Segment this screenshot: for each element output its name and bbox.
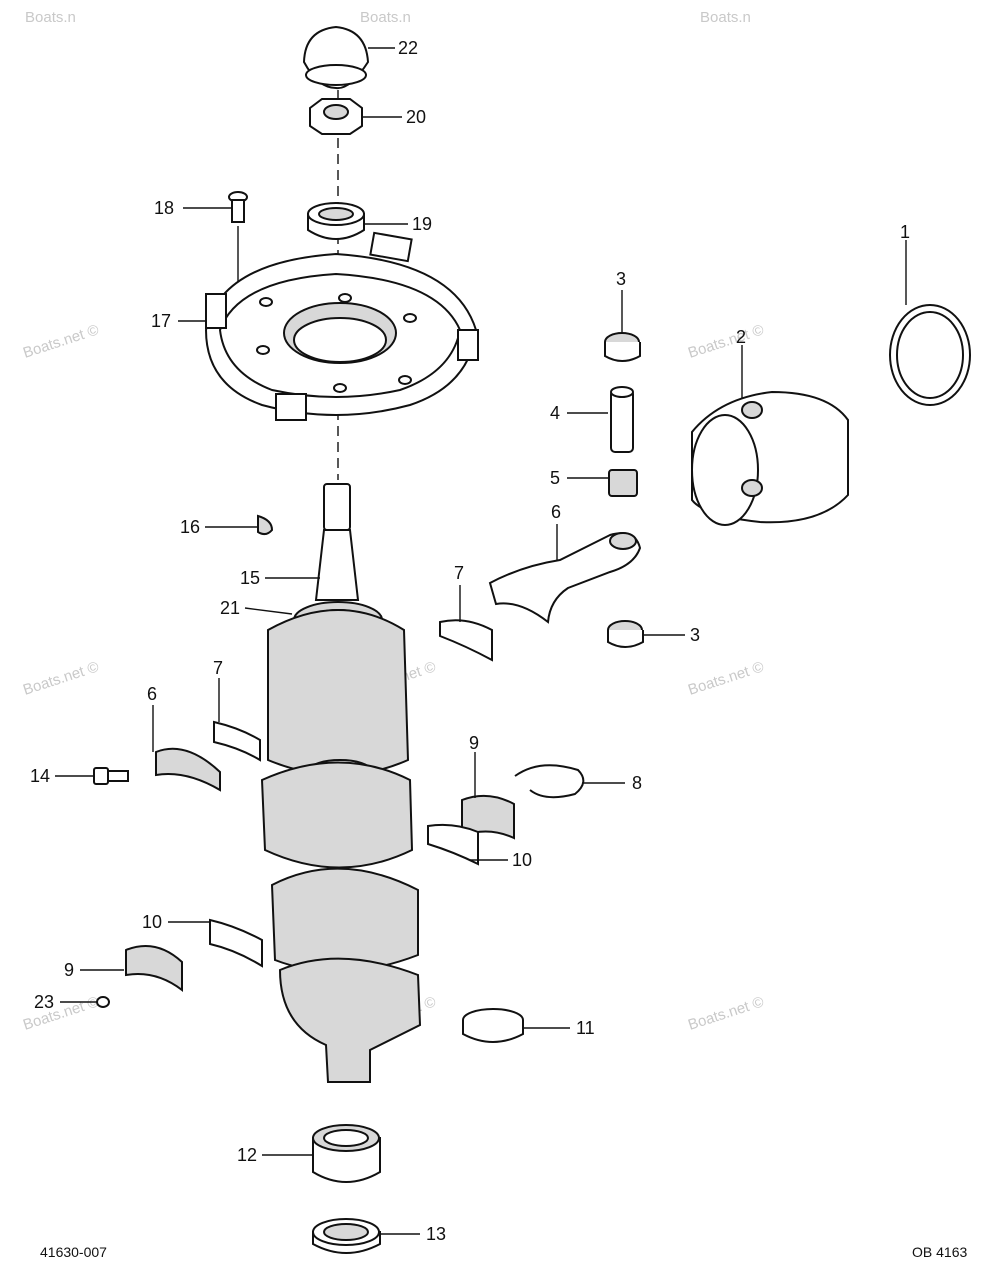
watermark-partial: Boats.n bbox=[700, 9, 751, 26]
callout-3-top: 3 bbox=[616, 269, 626, 289]
part-15-crankshaft bbox=[260, 483, 422, 1083]
part-19-seal bbox=[307, 202, 365, 240]
part-18-screw bbox=[228, 191, 248, 300]
callout-22: 22 bbox=[398, 38, 418, 58]
watermark: Boats.net © bbox=[21, 321, 101, 361]
callout-17: 17 bbox=[151, 311, 171, 331]
part-12-roller-bearing bbox=[312, 1124, 381, 1183]
part-13-seal bbox=[312, 1218, 381, 1254]
callout-9-left: 9 bbox=[64, 960, 74, 980]
part-10-needle-bearing-left bbox=[209, 918, 263, 968]
callout-5: 5 bbox=[550, 468, 560, 488]
part-6-rod-cap bbox=[155, 747, 221, 792]
callout-7-right: 7 bbox=[454, 563, 464, 583]
part-23-dowel bbox=[96, 996, 110, 1008]
part-8-retaining-ring bbox=[514, 764, 585, 799]
part-7-needle-bearing-left bbox=[213, 720, 261, 762]
part-1-piston-ring bbox=[889, 304, 971, 406]
part-9-bearing-half-left bbox=[125, 945, 183, 993]
callout-11: 11 bbox=[576, 1018, 595, 1038]
callout-18: 18 bbox=[154, 198, 174, 218]
footer-diagram-code: OB 4163 bbox=[912, 1244, 967, 1260]
callout-9-right: 9 bbox=[469, 733, 479, 753]
watermark: Boats.net © bbox=[686, 658, 766, 698]
part-16-woodruff-key bbox=[257, 514, 274, 536]
part-5-needle-bearing bbox=[608, 469, 638, 497]
watermark: Boats.net © bbox=[21, 658, 101, 698]
callout-19: 19 bbox=[412, 214, 432, 234]
callout-10-right: 10 bbox=[512, 850, 532, 870]
part-7-needle-bearing-right bbox=[439, 619, 493, 662]
part-6-connecting-rod bbox=[488, 532, 642, 624]
callout-6-right: 6 bbox=[551, 502, 561, 522]
callout-1: 1 bbox=[900, 222, 910, 242]
watermark-partial: Boats.n bbox=[360, 9, 411, 26]
part-11-ring bbox=[462, 1008, 524, 1043]
callout-16: 16 bbox=[180, 517, 200, 537]
part-3-pin-cap-top bbox=[604, 332, 641, 362]
callout-3-bottom: 3 bbox=[690, 625, 700, 645]
callout-labels: 22 20 19 18 17 1 2 3 4 5 6 3 7 16 15 21 … bbox=[30, 38, 910, 1244]
part-22-cap bbox=[302, 25, 370, 90]
callout-20: 20 bbox=[406, 107, 426, 127]
part-4-piston-pin bbox=[610, 386, 634, 453]
watermark-partial: Boats.n bbox=[25, 9, 76, 26]
part-3-pin-cap-bottom bbox=[607, 620, 644, 648]
leader-lines bbox=[55, 47, 907, 1235]
callout-10-left: 10 bbox=[142, 912, 162, 932]
callout-2: 2 bbox=[736, 327, 746, 347]
callout-21: 21 bbox=[220, 598, 240, 618]
part-10-needle-bearing-right bbox=[427, 823, 479, 866]
part-2-piston bbox=[691, 390, 849, 526]
callout-14: 14 bbox=[30, 766, 50, 786]
part-17-bearing-plate bbox=[204, 231, 479, 421]
callout-23: 23 bbox=[34, 992, 54, 1012]
callout-13: 13 bbox=[426, 1224, 446, 1244]
footer-drawing-number: 41630-007 bbox=[40, 1244, 107, 1260]
callout-8: 8 bbox=[632, 773, 642, 793]
callout-6-left: 6 bbox=[147, 684, 157, 704]
part-20-nut bbox=[309, 98, 363, 135]
part-14-bolt bbox=[93, 767, 129, 785]
callout-12: 12 bbox=[237, 1145, 257, 1165]
callout-7-left: 7 bbox=[213, 658, 223, 678]
watermark: Boats.net © bbox=[21, 993, 101, 1033]
callout-4: 4 bbox=[550, 403, 560, 423]
watermark: Boats.net © bbox=[686, 993, 766, 1033]
callout-15: 15 bbox=[240, 568, 260, 588]
watermark: Boats.net © bbox=[686, 321, 766, 361]
